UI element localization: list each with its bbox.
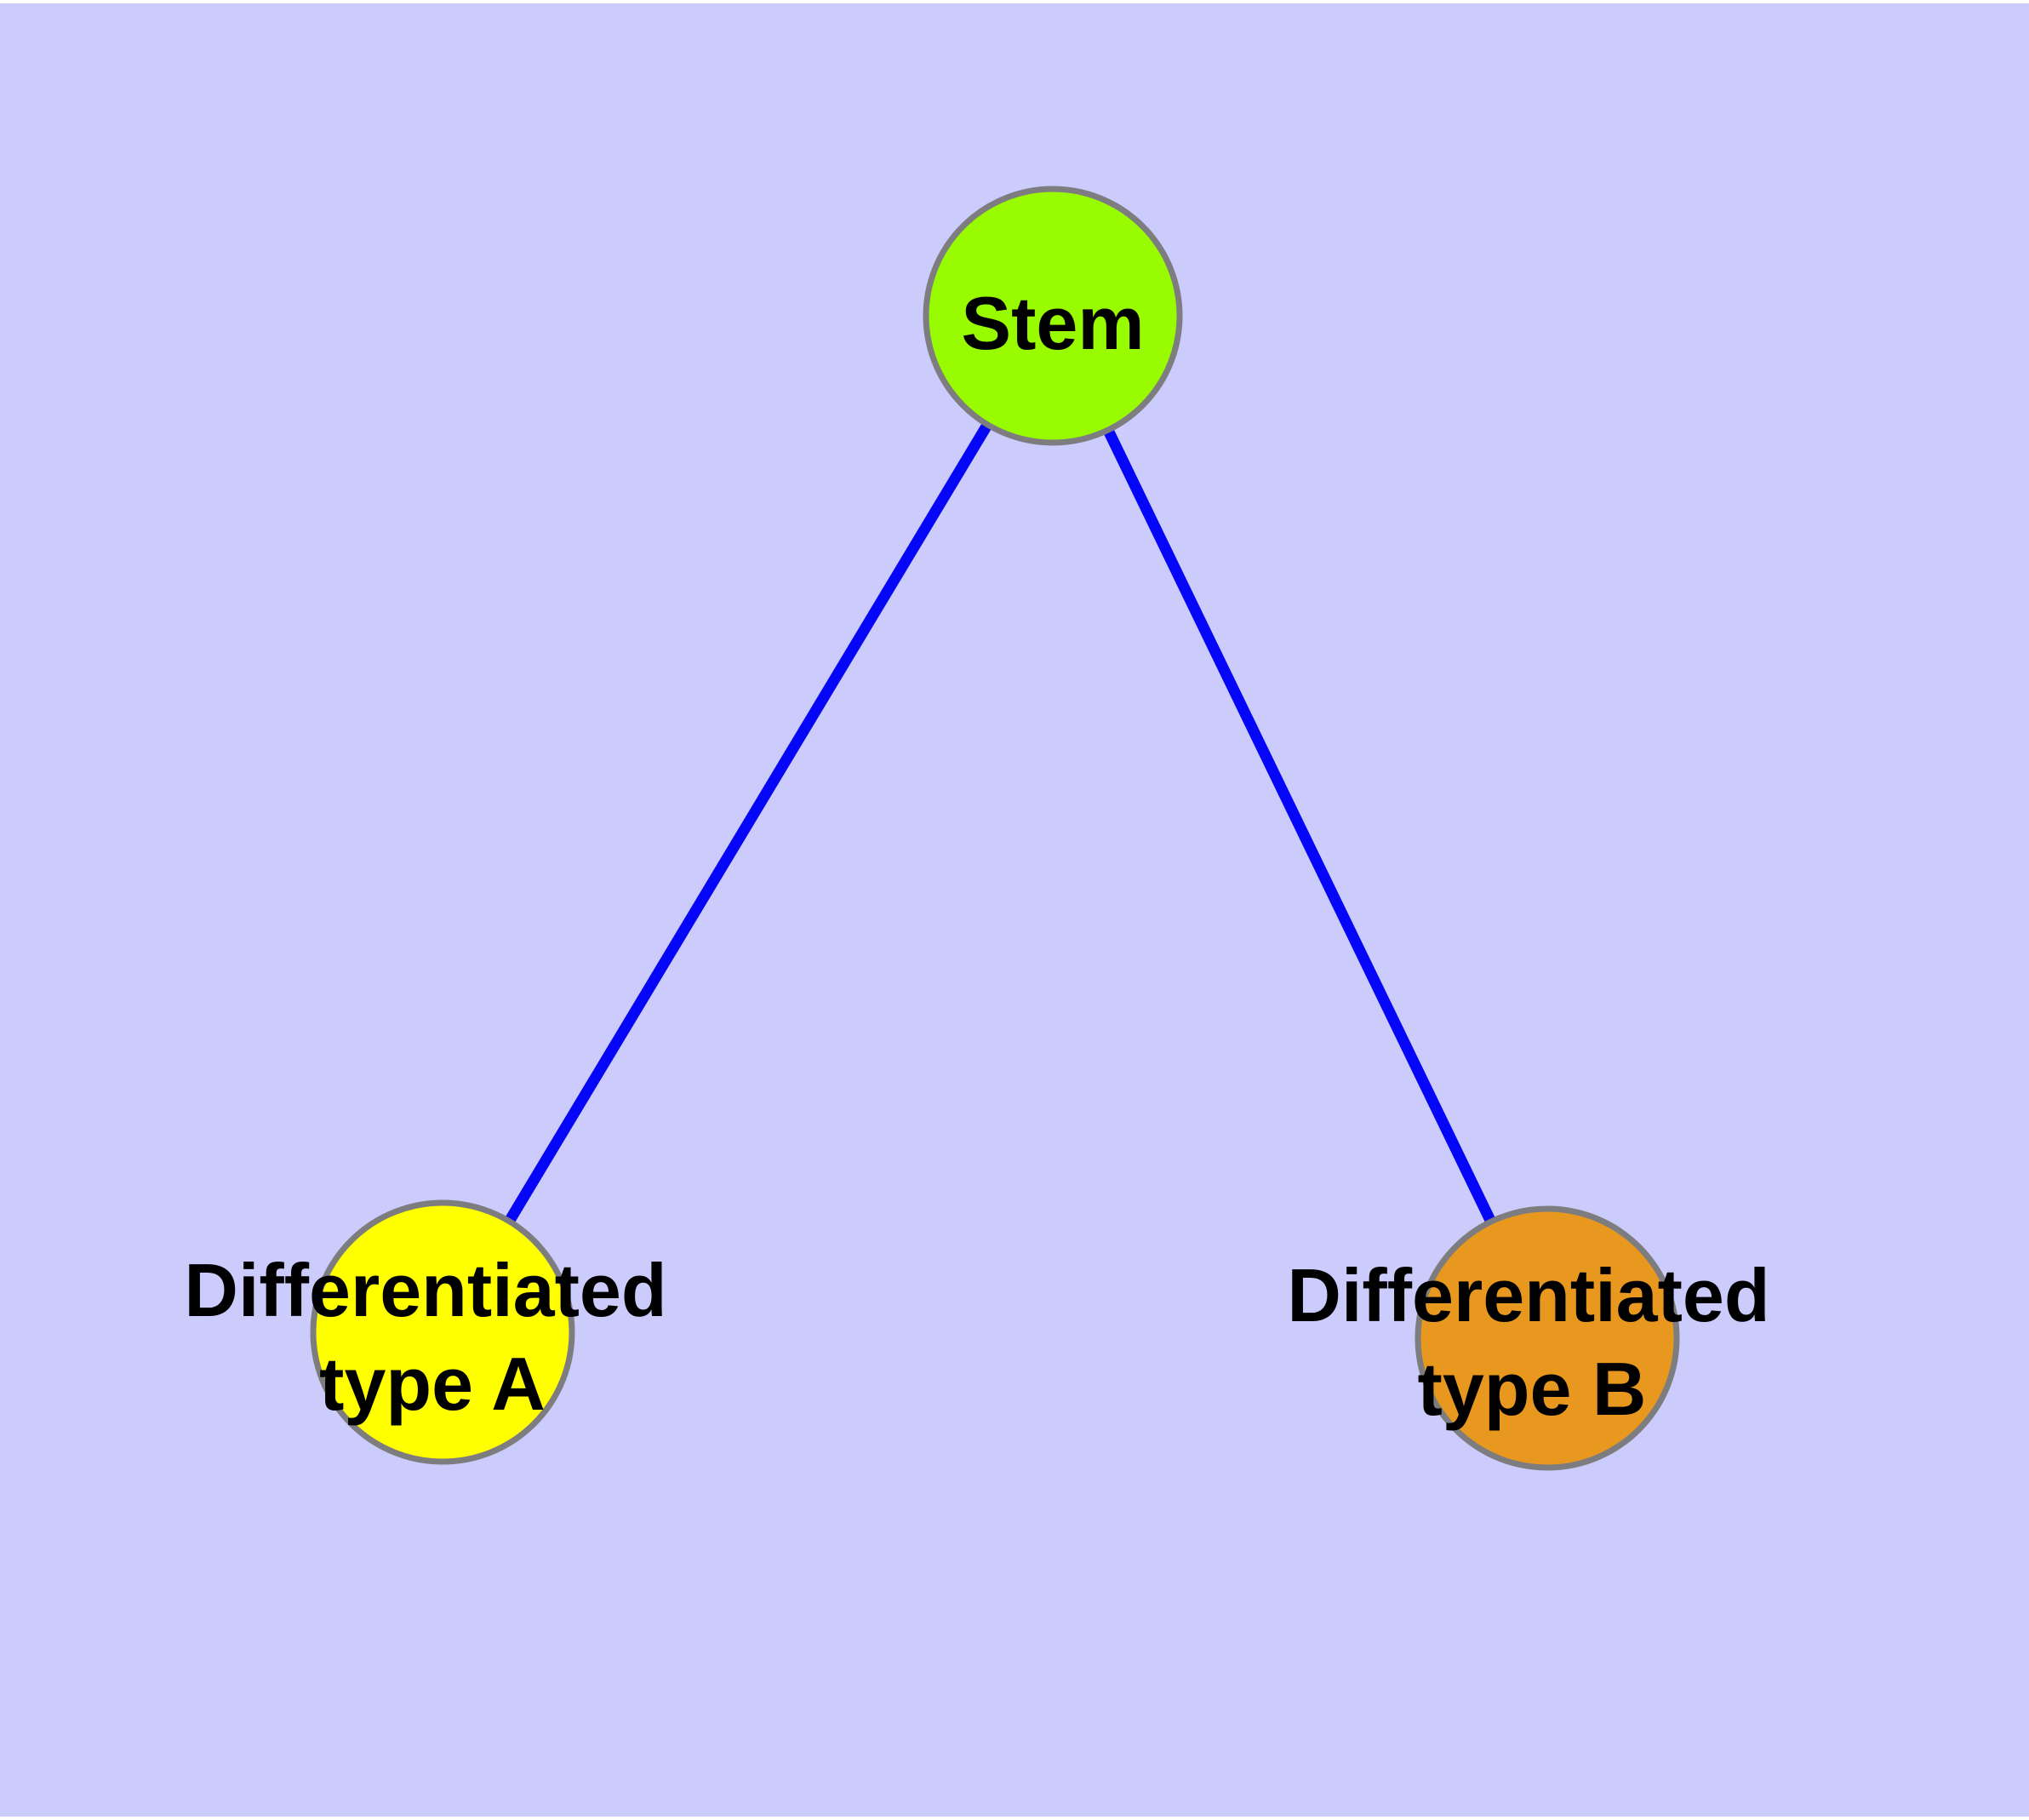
- node-type-b-label-line1: Differentiated: [1287, 1253, 1769, 1337]
- node-type-a-label-line2: type A: [319, 1342, 546, 1426]
- bottom-border: [0, 1817, 2029, 1820]
- node-stem: [923, 186, 1183, 446]
- node-type-b-label-line2: type B: [1418, 1347, 1647, 1431]
- node-type-a: [310, 1199, 575, 1465]
- edge-stem-to-type-a: [437, 312, 1058, 1336]
- node-type-b: [1415, 1205, 1680, 1471]
- edge-stem-to-type-b: [1048, 313, 1552, 1341]
- node-stem-label: Stem: [961, 281, 1144, 365]
- top-border: [0, 0, 2029, 3]
- node-type-a-label-line1: Differentiated: [184, 1248, 666, 1332]
